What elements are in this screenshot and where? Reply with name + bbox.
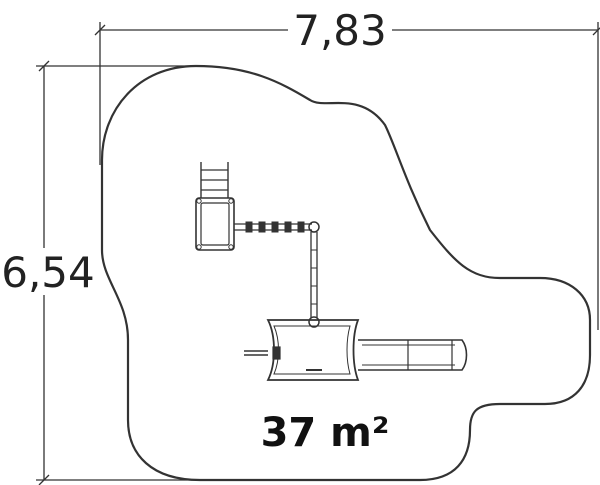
chain-bridge-horizontal bbox=[234, 221, 320, 233]
width-label: 7,83 bbox=[293, 6, 387, 55]
slide bbox=[358, 339, 468, 371]
width-dimension: 7,83 bbox=[94, 6, 600, 330]
play-equipment bbox=[195, 162, 468, 381]
area-label: 37 m² bbox=[261, 410, 390, 456]
chain-bridge-vertical bbox=[308, 232, 320, 328]
height-tick-bottom bbox=[38, 474, 50, 485]
safety-zone-outline bbox=[100, 64, 592, 482]
boat-deck bbox=[266, 319, 360, 381]
height-label: 6,54 bbox=[1, 248, 95, 297]
tower-platform bbox=[195, 197, 235, 251]
width-tick-right bbox=[592, 27, 600, 36]
height-dimension: 6,54 bbox=[1, 60, 270, 485]
ladder bbox=[200, 162, 229, 198]
height-tick-top bbox=[38, 60, 50, 72]
width-tick-left bbox=[94, 24, 106, 36]
steering-handle bbox=[244, 346, 281, 360]
